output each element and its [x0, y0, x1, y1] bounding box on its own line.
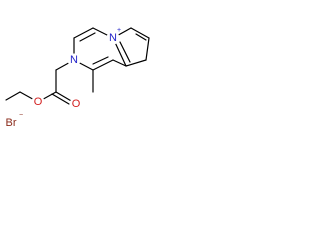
bond	[92, 59, 114, 71]
atom-background	[106, 31, 120, 45]
bond	[73, 27, 94, 39]
atom-label-n-pyrazine: N	[70, 54, 78, 66]
bond	[5, 91, 21, 101]
structure-diagram: N + N O O Br −	[5, 27, 150, 129]
bond	[112, 59, 127, 67]
bond	[79, 32, 96, 42]
charge-plus: +	[117, 27, 121, 34]
atom-background	[67, 53, 81, 67]
bond	[55, 91, 74, 103]
atom-label-o-ester: O	[34, 96, 43, 108]
bond	[145, 37, 150, 61]
bond	[135, 33, 147, 41]
bond	[130, 27, 150, 39]
counterion-bromide-label: Br	[6, 117, 17, 129]
bond	[51, 93, 70, 105]
counterion-charge: −	[19, 112, 23, 119]
bond	[119, 41, 131, 63]
atom-label-o-carbonyl: O	[72, 98, 81, 110]
bond	[92, 56, 109, 65]
atom-label-n-plus: N	[109, 32, 117, 44]
atom-background	[69, 97, 83, 111]
atom-background	[31, 95, 45, 109]
bond	[125, 59, 147, 67]
